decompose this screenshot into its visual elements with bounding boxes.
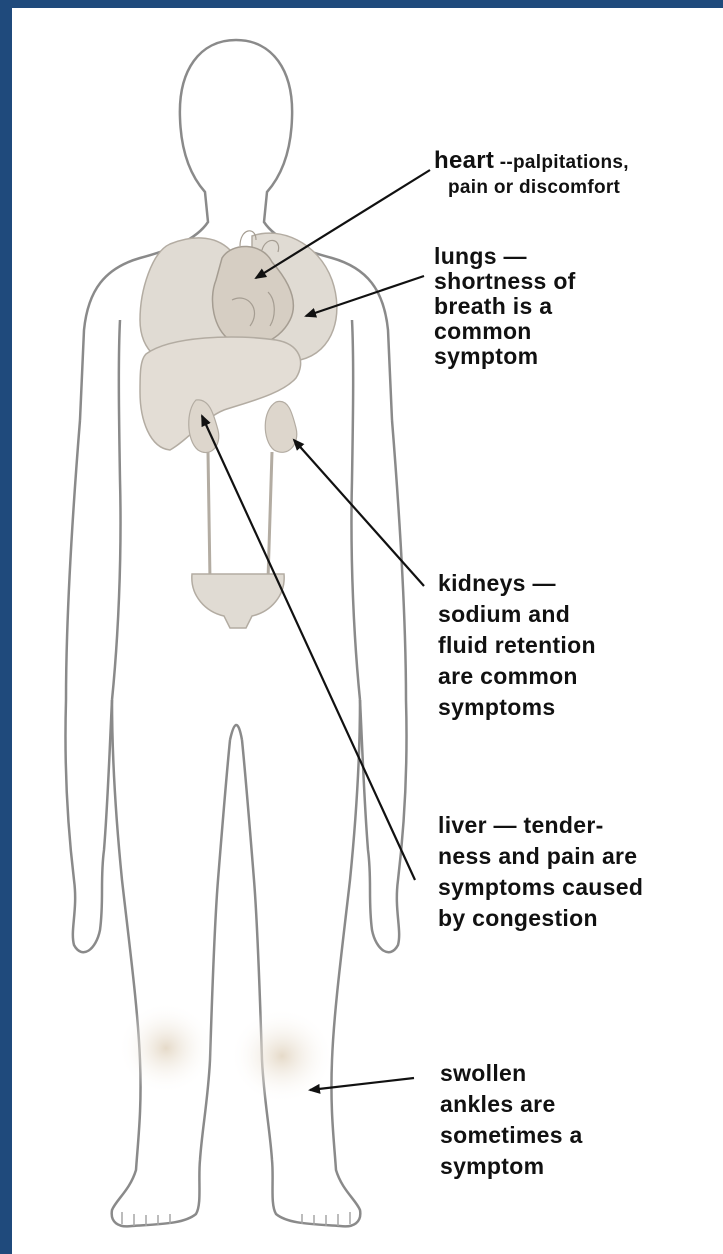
- kidneys-label-line: symptoms: [438, 692, 596, 723]
- heart-label: heart --palpitations, pain or discomfort: [434, 148, 629, 200]
- bladder-shape: [192, 574, 284, 628]
- crotch-outline: [230, 725, 242, 740]
- liver-arrow: [202, 416, 415, 880]
- kidneys-label-line: fluid retention: [438, 630, 596, 661]
- diagram-panel: heart --palpitations, pain or discomfort…: [12, 8, 723, 1254]
- lungs-label: lungs — shortness of breath is a common …: [434, 244, 576, 369]
- left-torso-side: [112, 320, 121, 700]
- ankles-label: swollen ankles are sometimes a symptom: [440, 1058, 583, 1182]
- ureters: [208, 452, 272, 580]
- kidneys-label-line: sodium and: [438, 599, 596, 630]
- right-kidney: [265, 401, 297, 452]
- left-ankle-swelling: [118, 1002, 214, 1094]
- liver-label-line: ness and pain are: [438, 841, 643, 872]
- heart-label-title: heart: [434, 147, 494, 174]
- lungs-label-line: breath is a: [434, 294, 576, 319]
- lungs-label-line: shortness of: [434, 269, 576, 294]
- lungs-label-line: symptom: [434, 344, 576, 369]
- left-leg-outline: [112, 700, 230, 1226]
- left-arm-outline: [65, 420, 112, 952]
- right-arm-outline: [360, 420, 407, 952]
- liver-label-line: liver — tender-: [438, 810, 643, 841]
- kidneys-arrow: [294, 440, 424, 586]
- ankles-label-line: symptom: [440, 1151, 583, 1182]
- liver-label-line: by congestion: [438, 903, 643, 934]
- ankles-label-line: sometimes a: [440, 1120, 583, 1151]
- lungs-label-line: lungs —: [434, 244, 576, 269]
- heart-label-line2: pain or discomfort: [434, 175, 629, 200]
- lungs-label-line: common: [434, 319, 576, 344]
- liver-label-line: symptoms caused: [438, 872, 643, 903]
- ankles-label-line: swollen: [440, 1058, 583, 1089]
- ankles-label-line: ankles are: [440, 1089, 583, 1120]
- heart-label-symptom: --palpitations,: [494, 152, 629, 173]
- kidneys-label-line: are common: [438, 661, 596, 692]
- kidneys-label-line: kidneys —: [438, 568, 596, 599]
- liver-label: liver — tender- ness and pain are sympto…: [438, 810, 643, 934]
- kidneys-label: kidneys — sodium and fluid retention are…: [438, 568, 596, 723]
- right-leg-outline: [242, 700, 360, 1226]
